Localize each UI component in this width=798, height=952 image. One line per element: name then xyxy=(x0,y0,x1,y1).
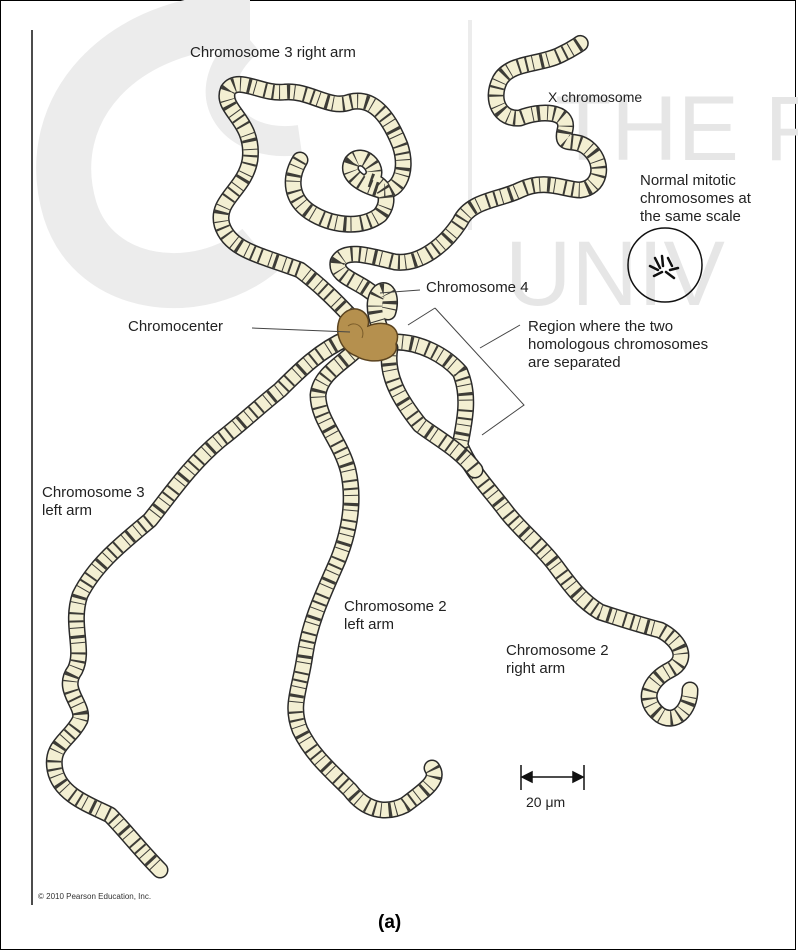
arm-chromosome-4 xyxy=(375,291,390,328)
arm-chromosome-3-left xyxy=(54,338,348,870)
label-region-line-3: are separated xyxy=(528,354,708,372)
label-chromosome-2-right-arm: Chromosome 2 right arm xyxy=(506,642,609,678)
copyright-notice: © 2010 Pearson Education, Inc. xyxy=(38,892,151,901)
label-chromocenter: Chromocenter xyxy=(128,318,223,336)
label-chromosome-2-left-arm: Chromosome 2 left arm xyxy=(344,598,447,634)
label-region-line-1: Region where the two xyxy=(528,318,708,336)
label-region-line-2: homologous chromosomes xyxy=(528,336,708,354)
label-chr3-left-line-1: Chromosome 3 xyxy=(42,484,145,502)
label-chr2-left-line-2: left arm xyxy=(344,616,447,634)
label-mitotic-line-2: chromosomes at xyxy=(640,190,751,208)
scale-bar xyxy=(521,765,584,790)
panel-label: (a) xyxy=(378,912,401,934)
label-chr3-left-line-2: left arm xyxy=(42,502,145,520)
label-mitotic-line-3: the same scale xyxy=(640,208,751,226)
label-mitotic-line-1: Normal mitotic xyxy=(640,172,751,190)
watermark-text-2: UNIV xyxy=(505,223,725,325)
label-chr2-right-line-2: right arm xyxy=(506,660,609,678)
label-region-separated: Region where the two homologous chromoso… xyxy=(528,318,708,372)
label-chromosome-3-left-arm: Chromosome 3 left arm xyxy=(42,484,145,520)
label-x-chromosome: X chromosome xyxy=(548,88,642,106)
label-chromosome-4: Chromosome 4 xyxy=(426,279,529,297)
label-chr2-left-line-1: Chromosome 2 xyxy=(344,598,447,616)
label-mitotic-chromosomes: Normal mitotic chromosomes at the same s… xyxy=(640,172,751,226)
scale-bar-label: 20 μm xyxy=(526,794,565,810)
polytene-chromosome-arms xyxy=(54,43,690,870)
label-chr2-right-line-1: Chromosome 2 xyxy=(506,642,609,660)
label-chromosome-3-right-arm: Chromosome 3 right arm xyxy=(190,44,356,62)
